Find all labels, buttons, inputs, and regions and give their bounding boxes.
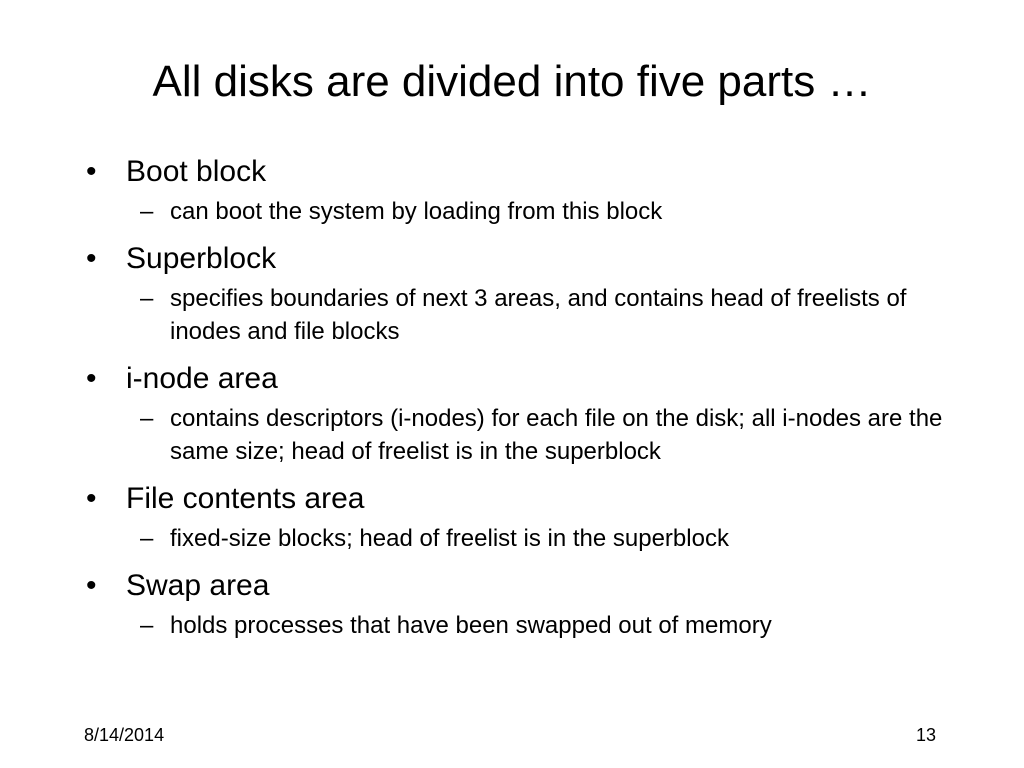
sub-bullet-item: – can boot the system by loading from th… bbox=[140, 195, 954, 228]
bullet-item: • Superblock bbox=[84, 239, 954, 279]
bullet-icon: • bbox=[86, 482, 97, 515]
bullet-text: Swap area bbox=[126, 569, 270, 602]
bullet-item: • File contents area bbox=[84, 479, 954, 519]
bullet-item: • Boot block bbox=[84, 152, 954, 192]
dash-icon: – bbox=[140, 525, 154, 552]
slide-title: All disks are divided into five parts … bbox=[152, 57, 872, 106]
dash-icon: – bbox=[140, 612, 154, 639]
sub-bullet-item: – specifies boundaries of next 3 areas, … bbox=[140, 282, 954, 348]
dash-icon: – bbox=[140, 198, 154, 225]
sub-bullet-text: can boot the system by loading from this… bbox=[170, 198, 663, 225]
bullet-icon: • bbox=[86, 242, 97, 275]
bullet-icon: • bbox=[86, 362, 97, 395]
sub-bullet-text: holds processes that have been swapped o… bbox=[170, 612, 772, 639]
bullet-icon: • bbox=[86, 569, 97, 602]
dash-icon: – bbox=[140, 405, 154, 432]
sub-bullet-text: fixed-size blocks; head of freelist is i… bbox=[170, 525, 729, 552]
sub-bullet-text: specifies boundaries of next 3 areas, an… bbox=[170, 285, 907, 345]
sub-bullet-item: – holds processes that have been swapped… bbox=[140, 609, 954, 642]
bullet-icon: • bbox=[86, 155, 97, 188]
sub-bullet-item: – contains descriptors (i-nodes) for eac… bbox=[140, 402, 954, 468]
bullet-text: Boot block bbox=[126, 155, 267, 188]
bullet-item: • i-node area bbox=[84, 359, 954, 399]
footer-date: 8/14/2014 bbox=[84, 725, 165, 745]
sub-bullet-text: contains descriptors (i-nodes) for each … bbox=[170, 405, 943, 465]
sub-bullet-item: – fixed-size blocks; head of freelist is… bbox=[140, 522, 954, 555]
dash-icon: – bbox=[140, 285, 154, 312]
bullet-text: File contents area bbox=[126, 482, 365, 515]
page-number: 13 bbox=[915, 725, 936, 745]
bullet-text: Superblock bbox=[126, 242, 277, 275]
bullet-list: • Boot block – can boot the system by lo… bbox=[84, 152, 954, 653]
bullet-text: i-node area bbox=[126, 362, 278, 395]
bullet-item: • Swap area bbox=[84, 566, 954, 606]
